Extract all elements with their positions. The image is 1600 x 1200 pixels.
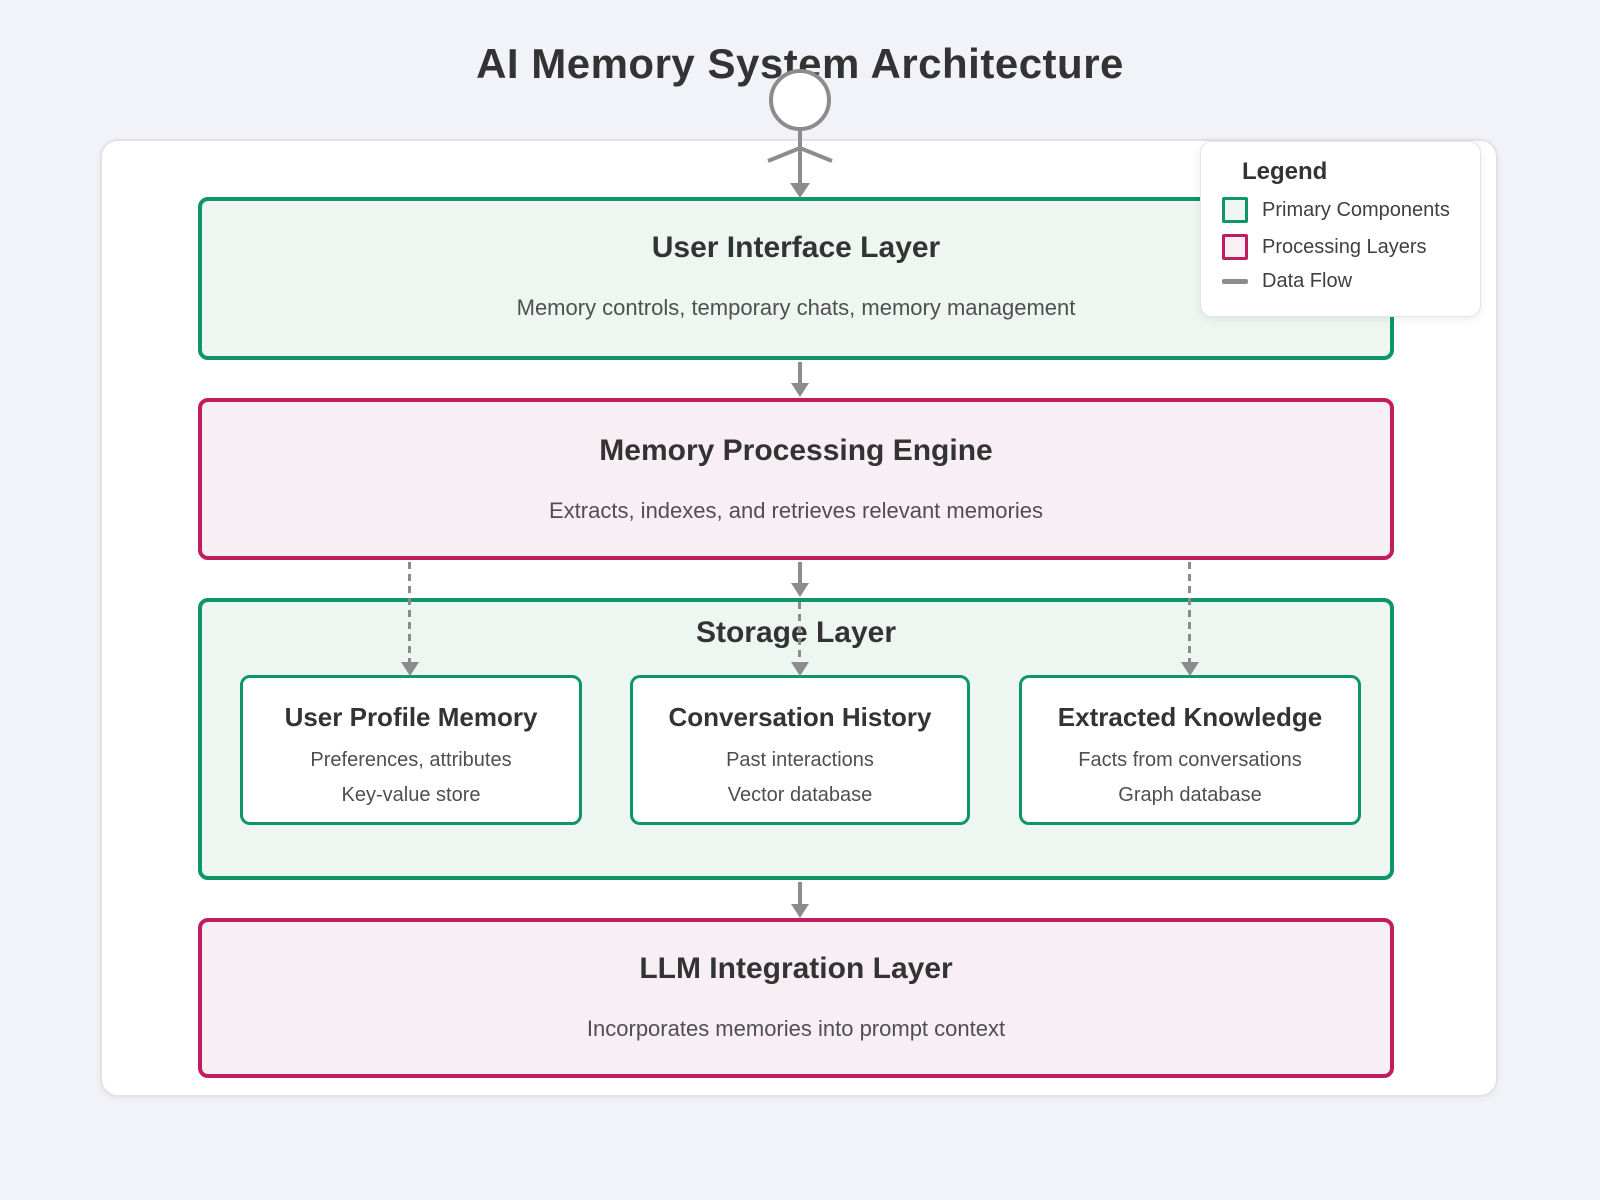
store-detail: Facts from conversations: [1078, 749, 1302, 771]
arrowhead-down-icon: [791, 662, 809, 676]
store-detail: Past interactions: [726, 749, 874, 771]
store-detail: Vector database: [727, 784, 873, 806]
layer-subtitle: Memory controls, temporary chats, memory…: [516, 295, 1076, 320]
store-user-profile-memory: User Profile Memory Preferences, attribu…: [240, 675, 582, 825]
person-actor-icon: [767, 69, 833, 198]
store-detail: Preferences, attributes: [310, 749, 512, 771]
store-detail: Graph database: [1118, 784, 1262, 806]
data-flow-arrow-line: [798, 362, 802, 384]
layer-subtitle: Incorporates memories into prompt contex…: [586, 1016, 1006, 1041]
store-title: Extracted Knowledge: [1057, 702, 1323, 732]
layer-subtitle: Extracts, indexes, and retrieves relevan…: [549, 498, 1043, 523]
store-detail: Key-value store: [341, 784, 481, 806]
store-title: User Profile Memory: [284, 702, 538, 732]
store-extracted-knowledge: Extracted Knowledge Facts from conversat…: [1019, 675, 1361, 825]
legend-item-processing-layers: Processing Layers: [1222, 234, 1480, 260]
legend-item-label: Primary Components: [1262, 198, 1450, 221]
layer-title: User Interface Layer: [651, 231, 941, 264]
data-flow-arrow-line: [798, 882, 802, 904]
arrowhead-down-icon: [1181, 662, 1199, 676]
legend-item-data-flow: Data Flow: [1222, 268, 1480, 294]
store-title: Conversation History: [668, 702, 932, 732]
arrowhead-down-icon: [791, 383, 809, 397]
arrowhead-down-icon: [791, 583, 809, 597]
arrowhead-down-icon: [791, 904, 809, 918]
processing-layer-swatch-icon: [1222, 234, 1248, 260]
data-flow-dashed-line: [798, 602, 801, 663]
store-conversation-history: Conversation History Past interactions V…: [630, 675, 970, 825]
data-flow-arrow-line: [798, 562, 802, 584]
layer-title: LLM Integration Layer: [639, 952, 953, 985]
data-flow-dashed-line: [408, 562, 411, 663]
legend: Legend Primary Components Processing Lay…: [1200, 141, 1481, 317]
layer-llm-integration: LLM Integration Layer Incorporates memor…: [198, 918, 1394, 1078]
primary-component-swatch-icon: [1222, 197, 1248, 223]
data-flow-dashed-line: [1188, 562, 1191, 663]
layer-title: Storage Layer: [695, 616, 897, 649]
layer-user-interface: User Interface Layer Memory controls, te…: [198, 197, 1394, 360]
legend-item-label: Processing Layers: [1262, 235, 1427, 258]
data-flow-line-swatch-icon: [1222, 268, 1248, 294]
layer-memory-processing-engine: Memory Processing Engine Extracts, index…: [198, 398, 1394, 560]
legend-item-primary-components: Primary Components: [1222, 197, 1480, 223]
legend-item-label: Data Flow: [1262, 269, 1353, 292]
layer-title: Memory Processing Engine: [599, 434, 993, 467]
arrowhead-down-icon: [401, 662, 419, 676]
legend-title: Legend: [1242, 158, 1328, 185]
